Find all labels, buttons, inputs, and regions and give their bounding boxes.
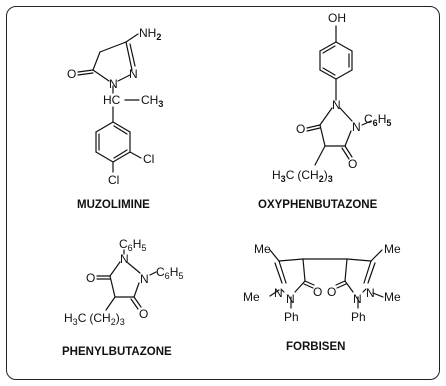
- forbisen-ph2-label: Ph: [351, 310, 366, 324]
- phenylbutazone-name: PHENYLBUTAZONE: [62, 346, 172, 358]
- phenylbutazone-o2-label: O: [139, 307, 148, 321]
- forbisen-me1-label: Me: [254, 242, 271, 256]
- muzolimine-o-label: O: [67, 67, 76, 81]
- oxyphenbutazone-name: OXYPHENBUTAZONE: [258, 199, 378, 211]
- forbisen-me2-label: Me: [384, 242, 401, 256]
- oxyphenbutazone-structure: OH N N C6H5 O O H3C(CH2)3 OXYPHENBUTAZON…: [258, 11, 391, 211]
- muzolimine-cl2-label: Cl: [108, 173, 119, 187]
- oxyphenbutazone-n2-label: N: [352, 120, 361, 134]
- muzolimine-nh2-label: NH2: [139, 26, 161, 42]
- muzolimine-n2-label: N: [129, 67, 138, 81]
- oxyphenbutazone-c6h5-label: C6H5: [364, 112, 391, 128]
- oxyphenbutazone-o2-label: O: [348, 157, 357, 171]
- forbisen-n1-label: N: [274, 286, 283, 300]
- forbisen-name: FORBISEN: [286, 341, 345, 353]
- oxyphenbutazone-n1-label: N: [332, 98, 341, 112]
- phenylbutazone-c6h5-top-label: C6H5: [119, 237, 146, 253]
- muzolimine-n1-label: N: [109, 77, 118, 91]
- forbisen-ph1-label: Ph: [284, 310, 299, 324]
- phenylbutazone-n1-label: N: [120, 252, 129, 266]
- phenylbutazone-o1-label: O: [86, 271, 95, 285]
- figure-frame: [6, 6, 440, 380]
- oxyphenbutazone-oh-label: OH: [328, 11, 346, 25]
- forbisen-o2-label: O: [327, 285, 336, 299]
- muzolimine-name: MUZOLIMINE: [77, 199, 150, 211]
- muzolimine-structure: NH2 O N N HC CH3 Cl Cl MUZOLIMINE: [67, 26, 163, 211]
- forbisen-me4-label: Me: [384, 290, 401, 304]
- oxyphenbutazone-o1-label: O: [296, 122, 305, 136]
- forbisen-n3-label: N: [353, 292, 362, 306]
- muzolimine-hc-label: HC: [103, 93, 121, 107]
- forbisen-n2-label: N: [286, 292, 295, 306]
- muzolimine-ch3-label: CH3: [141, 93, 163, 109]
- phenylbutazone-n2-label: N: [140, 272, 149, 286]
- phenylbutazone-structure: C6H5 N N C6H5 O O H3C(CH2)3 PHENYLBUTAZO…: [62, 237, 183, 358]
- forbisen-me3-label: Me: [243, 290, 260, 304]
- forbisen-n4-label: N: [366, 286, 375, 300]
- phenylbutazone-butyl-label: H3C(CH2)3: [64, 311, 125, 327]
- forbisen-o1-label: O: [313, 285, 322, 299]
- forbisen-structure: Me Me Me Me N N N N O O Ph Ph FORBISEN: [243, 242, 401, 353]
- muzolimine-cl1-label: Cl: [143, 152, 154, 166]
- oxyphenbutazone-butyl-label: H3C(CH2)3: [272, 168, 333, 184]
- phenylbutazone-c6h5-right-label: C6H5: [156, 265, 183, 281]
